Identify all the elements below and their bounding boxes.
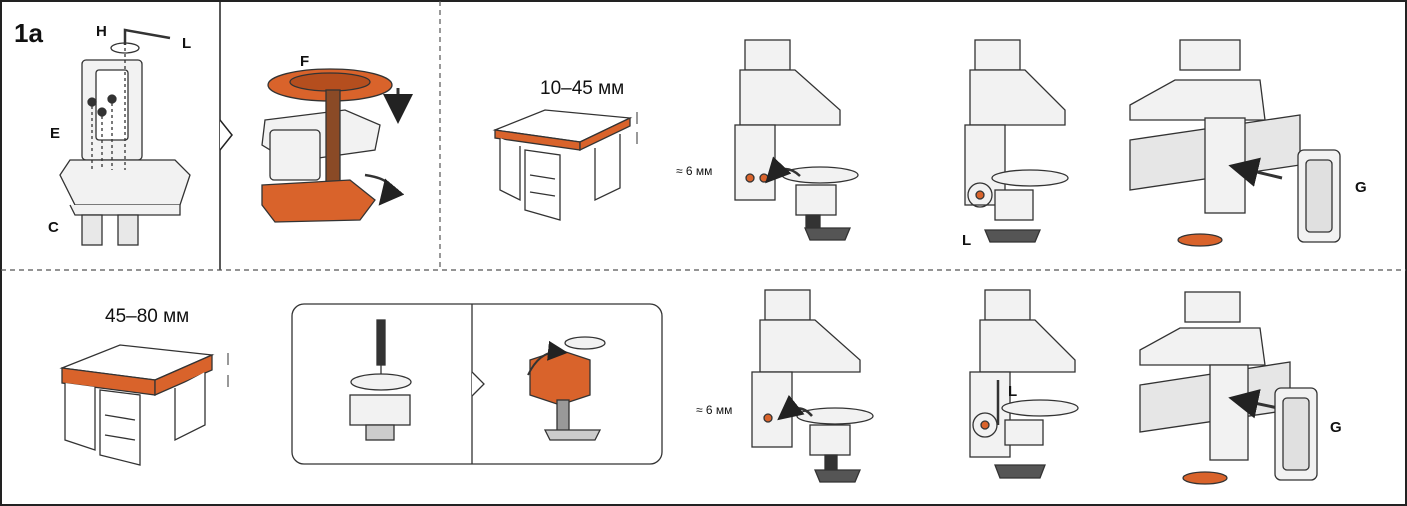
thick-desk-measurement: 45–80 мм bbox=[105, 306, 189, 327]
cover-attach-illustration-bottom bbox=[1139, 291, 1318, 485]
label-c: C bbox=[48, 219, 59, 236]
thick-desk-illustration bbox=[59, 344, 229, 466]
label-l-top: L bbox=[962, 232, 971, 249]
label-h: H bbox=[96, 23, 107, 40]
gap-measurement-top: ≈ 6 мм bbox=[676, 164, 712, 178]
base-assembly-illustration bbox=[59, 28, 191, 246]
thin-desk-illustration bbox=[492, 109, 638, 221]
thin-desk-measurement: 10–45 мм bbox=[540, 78, 624, 99]
mount-side-illustration-top bbox=[734, 39, 859, 241]
clamp-illustration bbox=[261, 68, 413, 223]
mount-tighten-illustration-bottom bbox=[969, 289, 1079, 479]
label-l-bottom: L bbox=[1008, 383, 1017, 400]
step-label: 1a bbox=[14, 18, 43, 48]
mount-side-illustration-bottom bbox=[751, 289, 874, 483]
gap-measurement-bottom: ≈ 6 мм bbox=[696, 403, 732, 417]
label-g-bottom: G bbox=[1330, 419, 1342, 436]
label-l: L bbox=[182, 35, 191, 52]
label-e: E bbox=[50, 125, 60, 142]
mount-tighten-illustration-top bbox=[964, 39, 1069, 243]
label-f: F bbox=[300, 53, 309, 70]
cover-attach-illustration-top bbox=[1129, 39, 1341, 247]
extension-install-box bbox=[291, 303, 663, 465]
label-g-top: G bbox=[1355, 179, 1367, 196]
